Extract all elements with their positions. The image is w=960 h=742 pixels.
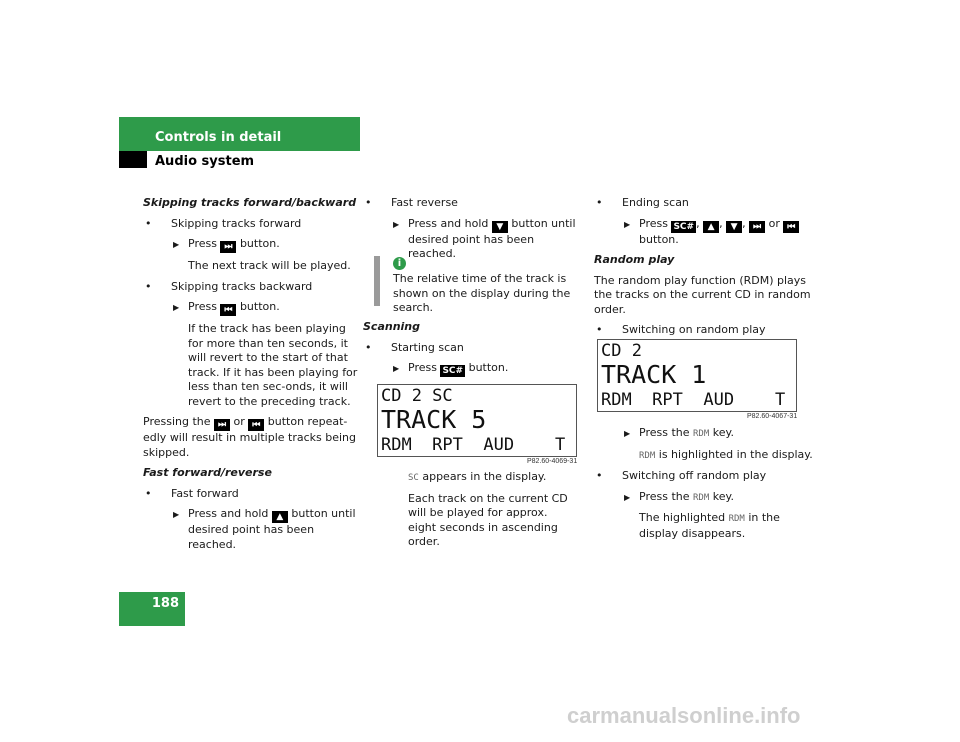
revert-text: If the track has been playing for more t… xyxy=(188,322,358,408)
column-2-after: SC appears in the display. Each track on… xyxy=(363,470,578,556)
sc-key-icon: SC# xyxy=(671,220,697,233)
heading-scanning: Scanning xyxy=(363,320,421,333)
sc-key-icon: SC# xyxy=(440,365,466,377)
info-icon: i xyxy=(393,257,406,270)
lcd-line-2: TRACK 1 xyxy=(601,360,707,389)
heading-random: Random play xyxy=(594,253,675,266)
column-3: Ending scan Press SC#, ▲, ▼, ⏭ or ⏮ butt… xyxy=(594,196,814,344)
up-arrow-icon: ▲ xyxy=(703,220,720,233)
info-bar xyxy=(374,256,380,306)
rdm-highlighted-text: RDM is highlighted in the display. xyxy=(639,447,813,461)
action-press-rdm: Press the RDM key. xyxy=(594,426,814,442)
heading-fast: Fast forward/reverse xyxy=(143,466,272,479)
sc-appears-text: SC appears in the display. xyxy=(408,470,547,483)
next-track-icon: ⏭ xyxy=(214,419,231,431)
image-code: P82.60-4069-31 xyxy=(527,458,578,465)
column-2: Fast reverse Press and hold ▼ button unt… xyxy=(363,196,578,268)
watermark: carmanualsonline.info xyxy=(567,703,801,728)
bullet-fast-forward: Fast forward xyxy=(143,487,358,502)
each-track-text: Each track on the current CD will be pla… xyxy=(408,491,568,549)
info-box: i The relative time of the track is show… xyxy=(374,256,580,314)
lcd-line-1: CD 2 xyxy=(601,341,642,361)
section-title: Controls in detail xyxy=(155,130,282,145)
bullet-end-scan: Ending scan xyxy=(594,196,814,211)
action-hold-up: Press and hold ▲ button until desired po… xyxy=(143,507,358,552)
repeat-text: Pressing the ⏭ or ⏮ button repeat-edly w… xyxy=(143,415,357,459)
subsection-title: Audio system xyxy=(155,154,255,169)
prev-track-icon: ⏮ xyxy=(783,220,800,233)
image-code: P82.60-4067-31 xyxy=(747,413,798,420)
column-3-after: Press the RDM key. RDM is highlighted in… xyxy=(594,426,814,547)
column-1: Skipping tracks forward/backward Skippin… xyxy=(143,196,358,558)
column-2-scan: Scanning Starting scan Press SC# button. xyxy=(363,320,578,383)
bullet-fast-reverse: Fast reverse xyxy=(363,196,578,211)
rdm-disappears-text: The highlighted RDM in the display disap… xyxy=(639,511,780,540)
info-text: The relative time of the track is shown … xyxy=(393,272,571,314)
action-press-prev: Press ⏮ button. xyxy=(143,300,358,316)
prev-track-icon: ⏮ xyxy=(220,304,237,316)
action-press-sc: Press SC# button. xyxy=(363,361,578,377)
lcd-line-2: TRACK 5 xyxy=(381,405,487,434)
next-track-icon: ⏭ xyxy=(749,220,766,233)
bullet-backward: Skipping tracks backward xyxy=(143,280,358,295)
header-marker xyxy=(119,151,147,168)
down-arrow-icon: ▼ xyxy=(491,220,508,233)
bullet-start-scan: Starting scan xyxy=(363,341,578,356)
next-played-text: The next track will be played. xyxy=(188,259,351,272)
header-bar xyxy=(119,117,360,151)
action-hold-down: Press and hold ▼ button until desired po… xyxy=(363,217,578,262)
lcd-line-3: RDM RPT AUD T xyxy=(601,390,786,410)
down-arrow-icon: ▼ xyxy=(726,220,743,233)
action-press-rdm-off: Press the RDM key. xyxy=(594,490,814,506)
bullet-random-off: Switching off random play xyxy=(594,469,814,484)
heading-skipping: Skipping tracks forward/backward xyxy=(143,196,357,209)
lcd-line-1: CD 2 SC xyxy=(381,386,453,406)
lcd-line-3: RDM RPT AUD T xyxy=(381,435,566,455)
bullet-random-on: Switching on random play xyxy=(594,323,814,338)
lcd-display-random: CD 2 TRACK 1 RDM RPT AUD T xyxy=(597,339,797,412)
page-number: 188 xyxy=(119,592,185,626)
prev-track-icon: ⏮ xyxy=(248,419,265,431)
lcd-display-scan: CD 2 SC TRACK 5 RDM RPT AUD T xyxy=(377,384,577,457)
random-desc: The random play function (RDM) plays the… xyxy=(594,273,811,316)
action-end-scan: Press SC#, ▲, ▼, ⏭ or ⏮ button. xyxy=(594,217,814,248)
up-arrow-icon: ▲ xyxy=(271,511,288,523)
action-press-next: Press ⏭ button. xyxy=(143,237,358,253)
bullet-forward: Skipping tracks forward xyxy=(143,217,358,232)
next-track-icon: ⏭ xyxy=(220,241,237,253)
